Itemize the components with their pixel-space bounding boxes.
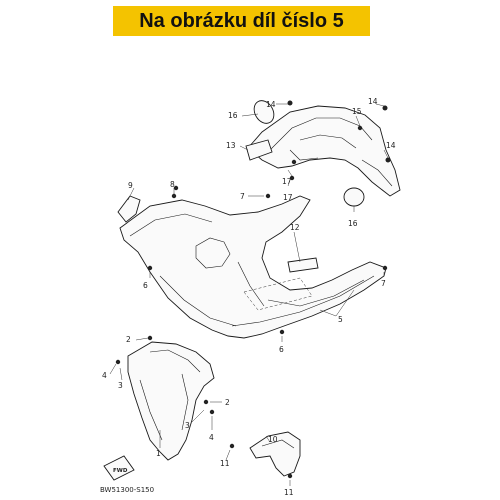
leg-shield-part-5 — [119, 195, 387, 339]
diagram-code: BW51300-S150 — [100, 486, 155, 494]
fwd-arrow-icon: FWD — [103, 455, 135, 481]
cap-16-lower — [343, 187, 365, 207]
label-11b: 11 — [284, 488, 294, 497]
label-7b: 7 — [381, 279, 386, 288]
label-6a: 6 — [143, 281, 148, 290]
fwd-text: FWD — [113, 468, 128, 474]
label-6b: 6 — [279, 345, 284, 354]
label-14a: 14 — [266, 100, 276, 109]
title-banner: Na obrázku díl číslo 5 — [113, 6, 370, 36]
label-12 — [287, 257, 319, 273]
title-text: Na obrázku díl číslo 5 — [139, 9, 344, 32]
label-15: 15 — [352, 107, 362, 116]
label-14c: 14 — [386, 141, 396, 150]
front-fender-part-1 — [127, 341, 215, 461]
label-17a: 17 — [282, 177, 292, 186]
label-10: 10 — [268, 435, 278, 444]
label-5: 5 — [338, 315, 343, 324]
label-4b: 4 — [209, 433, 214, 442]
mud-flap-10 — [249, 431, 301, 477]
leader-lines — [109, 103, 389, 486]
label-14b: 14 — [368, 97, 378, 106]
fasteners — [115, 100, 391, 479]
label-17b: 17 — [283, 193, 293, 202]
label-8: 8 — [170, 180, 175, 189]
label-2a: 2 — [126, 335, 131, 344]
label-3a: 3 — [118, 381, 123, 390]
label-4a: 4 — [102, 371, 107, 380]
plate-13 — [245, 139, 273, 161]
label-3b: 3 — [185, 421, 190, 430]
label-13: 13 — [226, 141, 236, 150]
label-16b: 16 — [348, 219, 358, 228]
callout-labels: 16 14 14 15 14 13 17 17 16 7 8 9 12 6 6 … — [102, 97, 396, 497]
bracket-9 — [117, 195, 141, 223]
label-12: 12 — [290, 223, 300, 232]
label-7a: 7 — [240, 192, 245, 201]
cap-16-upper — [253, 100, 275, 124]
label-11a: 11 — [220, 459, 230, 468]
label-2b: 2 — [225, 398, 230, 407]
label-1: 1 — [156, 449, 161, 458]
label-16a: 16 — [228, 111, 238, 120]
label-9: 9 — [128, 181, 133, 190]
